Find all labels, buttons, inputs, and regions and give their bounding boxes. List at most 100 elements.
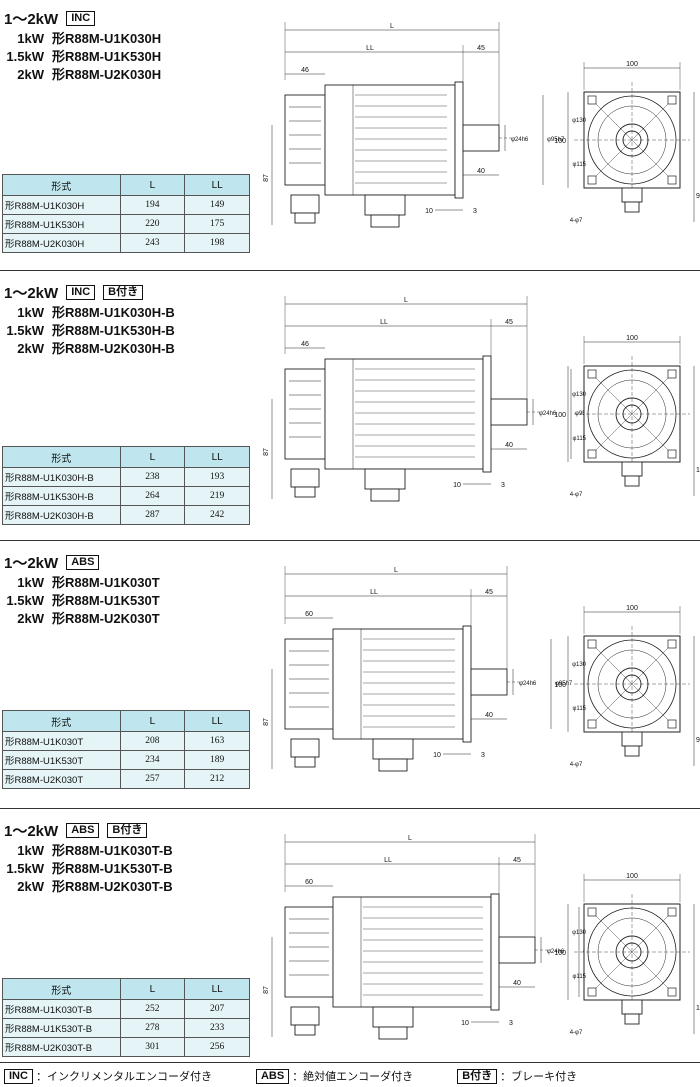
- drawing-shape: [667, 449, 677, 459]
- dim-LL-label: LL: [384, 857, 392, 864]
- dim-LL-label: LL: [366, 45, 374, 52]
- section-title: 1～2kW: [4, 555, 59, 572]
- drawing-shape: [587, 719, 597, 729]
- drawing-shape: [294, 486, 316, 498]
- table-cell: 形R88M-U1K030T-B: [2, 999, 121, 1019]
- dim-pilot-label: φ115: [573, 436, 587, 442]
- table-header: LL: [184, 446, 250, 468]
- dim-height-label: 100: [554, 950, 566, 957]
- drawing-shape: [624, 475, 640, 487]
- model-power: 1.5kW: [6, 49, 44, 64]
- drawing-shape: [587, 987, 597, 997]
- model-power: 1kW: [17, 31, 44, 46]
- drawing-shape: [290, 738, 320, 758]
- model-power: 1kW: [17, 305, 44, 320]
- table-header: LL: [184, 174, 250, 196]
- dim-pilot-label: φ115: [573, 974, 587, 980]
- table-cell: 189: [184, 750, 250, 770]
- section-title: 1～2kW: [4, 823, 59, 840]
- table-cell: 形R88M-U1K530H: [2, 214, 121, 234]
- drawing-shape: [370, 488, 400, 502]
- dim-3-label: 3: [509, 1020, 513, 1027]
- dim-pcd-label: φ130: [572, 392, 587, 398]
- dimension-drawing: LLL456087φ24h6φ95h740103100100φ130φ1154-…: [263, 834, 700, 1040]
- model-number: 形R88M-U1K030T-B: [52, 843, 173, 858]
- model-power: 1kW: [17, 575, 44, 590]
- table-cell: 238: [119, 467, 186, 487]
- drawing-shape: [284, 906, 334, 998]
- table-cell: 形R88M-U1K530H-B: [2, 486, 121, 506]
- dim-pcd-label: φ130: [572, 662, 587, 668]
- section-tag: INC: [66, 285, 96, 300]
- model-power: 1.5kW: [6, 593, 44, 608]
- dim-L-label: L: [404, 297, 408, 304]
- table-cell: 219: [184, 486, 250, 506]
- table-cell: 形R88M-U2K030T: [2, 769, 121, 789]
- model-number: 形R88M-U1K030T: [52, 575, 160, 590]
- table-cell: 形R88M-U1K030H: [2, 195, 121, 215]
- model-number: 形R88M-U1K530T: [52, 593, 160, 608]
- table-cell: 256: [184, 1037, 250, 1057]
- drawing-shape: [372, 1006, 414, 1028]
- dim-40-label: 40: [485, 712, 493, 719]
- table-cell: 175: [184, 214, 250, 234]
- dimension-drawing: LLL454687φ24h6φ95h740103100100φ130φ1154-…: [263, 296, 700, 502]
- drawing-shape: [667, 175, 677, 185]
- legend-text: ：絶対値エンコーダ付き: [292, 1071, 414, 1083]
- table-cell: 264: [119, 486, 186, 506]
- table-cell: 形R88M-U2K030H: [2, 233, 121, 253]
- dim-87-label: 87: [263, 448, 270, 456]
- legend-inc: INC ：インクリメンタルエンコーダ付き: [4, 1068, 212, 1084]
- model-number: 形R88M-U2K030T: [52, 611, 160, 626]
- table-cell: 287: [119, 505, 186, 525]
- drawing-shape: [621, 461, 643, 477]
- table-cell: 149: [184, 195, 250, 215]
- table-header: 形式: [2, 446, 121, 468]
- dim-height-label: 100: [554, 412, 566, 419]
- dim-shaft-label: φ24h6: [511, 137, 529, 143]
- table-cell: 234: [119, 750, 186, 770]
- drawing-shape: [667, 639, 677, 649]
- table-cell: 形R88M-U1K530T-B: [2, 1018, 121, 1038]
- section-title: 1～2kW: [4, 285, 59, 302]
- dim-pcd-label: φ130: [572, 930, 587, 936]
- table-header: L: [119, 978, 186, 1000]
- table-cell: 形R88M-U1K030H-B: [2, 467, 121, 487]
- table-cell: 257: [119, 769, 186, 789]
- table-cell: 252: [119, 999, 186, 1019]
- section-tag: ABS: [66, 555, 100, 570]
- table-cell: 198: [184, 233, 250, 253]
- model-number: 形R88M-U2K030H-B: [52, 341, 175, 356]
- model-item: 1.5kW 形R88M-U1K530T: [2, 592, 160, 610]
- section-tag: ABS: [66, 823, 100, 838]
- drawing-shape: [667, 987, 677, 997]
- dim-flange-label: φ95h7: [555, 681, 573, 687]
- dim-width-label: 100: [626, 61, 638, 68]
- drawing-shape: [667, 95, 677, 105]
- dim-3-label: 3: [473, 208, 477, 215]
- dim-holes-label: 4-φ7: [570, 492, 583, 498]
- drawing-shape: [332, 628, 464, 740]
- dim-shaft-label: φ24h6: [519, 681, 537, 687]
- dim-3-label: 3: [501, 482, 505, 489]
- dim-L-label: L: [390, 23, 394, 30]
- dim-40-label: 40: [505, 442, 513, 449]
